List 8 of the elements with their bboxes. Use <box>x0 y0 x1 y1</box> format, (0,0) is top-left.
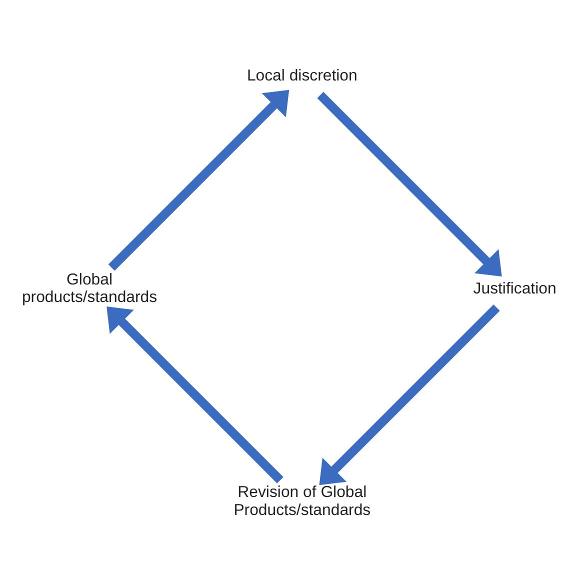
node-text: Justification <box>473 280 556 297</box>
arrow <box>317 91 502 276</box>
arrow <box>108 89 290 270</box>
arrow <box>106 306 284 483</box>
arrow <box>319 304 500 485</box>
node-text: Revision of Global Products/standards <box>234 483 371 518</box>
node-text: Global products/standards <box>22 270 158 306</box>
node-text: Local discretion <box>246 67 358 84</box>
